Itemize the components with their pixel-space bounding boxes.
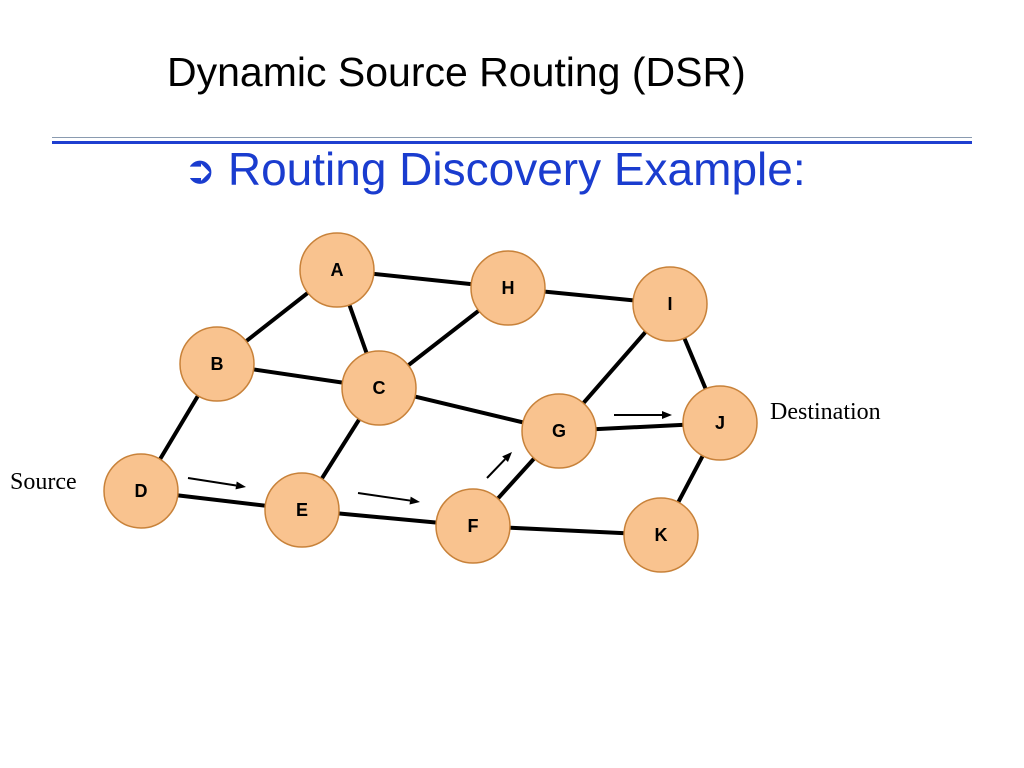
slide-title: Dynamic Source Routing (DSR)	[167, 49, 746, 95]
route-request-arrow-g-j	[614, 411, 672, 419]
node-i: I	[632, 266, 708, 342]
node-d: D	[103, 453, 179, 529]
node-label: D	[135, 481, 148, 501]
node-c: C	[341, 350, 417, 426]
node-j: J	[682, 385, 758, 461]
source-label: Source	[10, 469, 77, 495]
node-label: I	[667, 294, 672, 314]
node-k: K	[623, 497, 699, 573]
subtitle-text: Routing Discovery Example:	[227, 143, 806, 195]
route-request-arrow-f-g	[486, 452, 512, 479]
node-f: F	[435, 488, 511, 564]
route-request-arrow-d-e	[187, 477, 246, 490]
node-e: E	[264, 472, 340, 548]
node-label: A	[331, 260, 344, 280]
destination-label: Destination	[770, 399, 881, 425]
node-label: G	[552, 421, 566, 441]
subtitle: ➲Routing Discovery Example:	[184, 142, 806, 197]
node-label: F	[468, 516, 479, 536]
curved-arrow-bullet-icon: ➲	[184, 148, 216, 192]
title-divider-thin	[52, 137, 972, 138]
route-request-arrows-layer	[187, 411, 672, 505]
node-g: G	[521, 393, 597, 469]
node-b: B	[179, 326, 255, 402]
title-divider-thick	[52, 141, 972, 144]
node-label: H	[502, 278, 515, 298]
node-label: K	[655, 525, 668, 545]
node-label: E	[296, 500, 308, 520]
nodes-layer: A H I B C G J D E F K	[103, 232, 758, 573]
node-label: C	[373, 378, 386, 398]
node-a: A	[299, 232, 375, 308]
node-label: J	[715, 413, 725, 433]
route-request-arrow-e-f	[357, 492, 420, 505]
node-h: H	[470, 250, 546, 326]
node-label: B	[211, 354, 224, 374]
